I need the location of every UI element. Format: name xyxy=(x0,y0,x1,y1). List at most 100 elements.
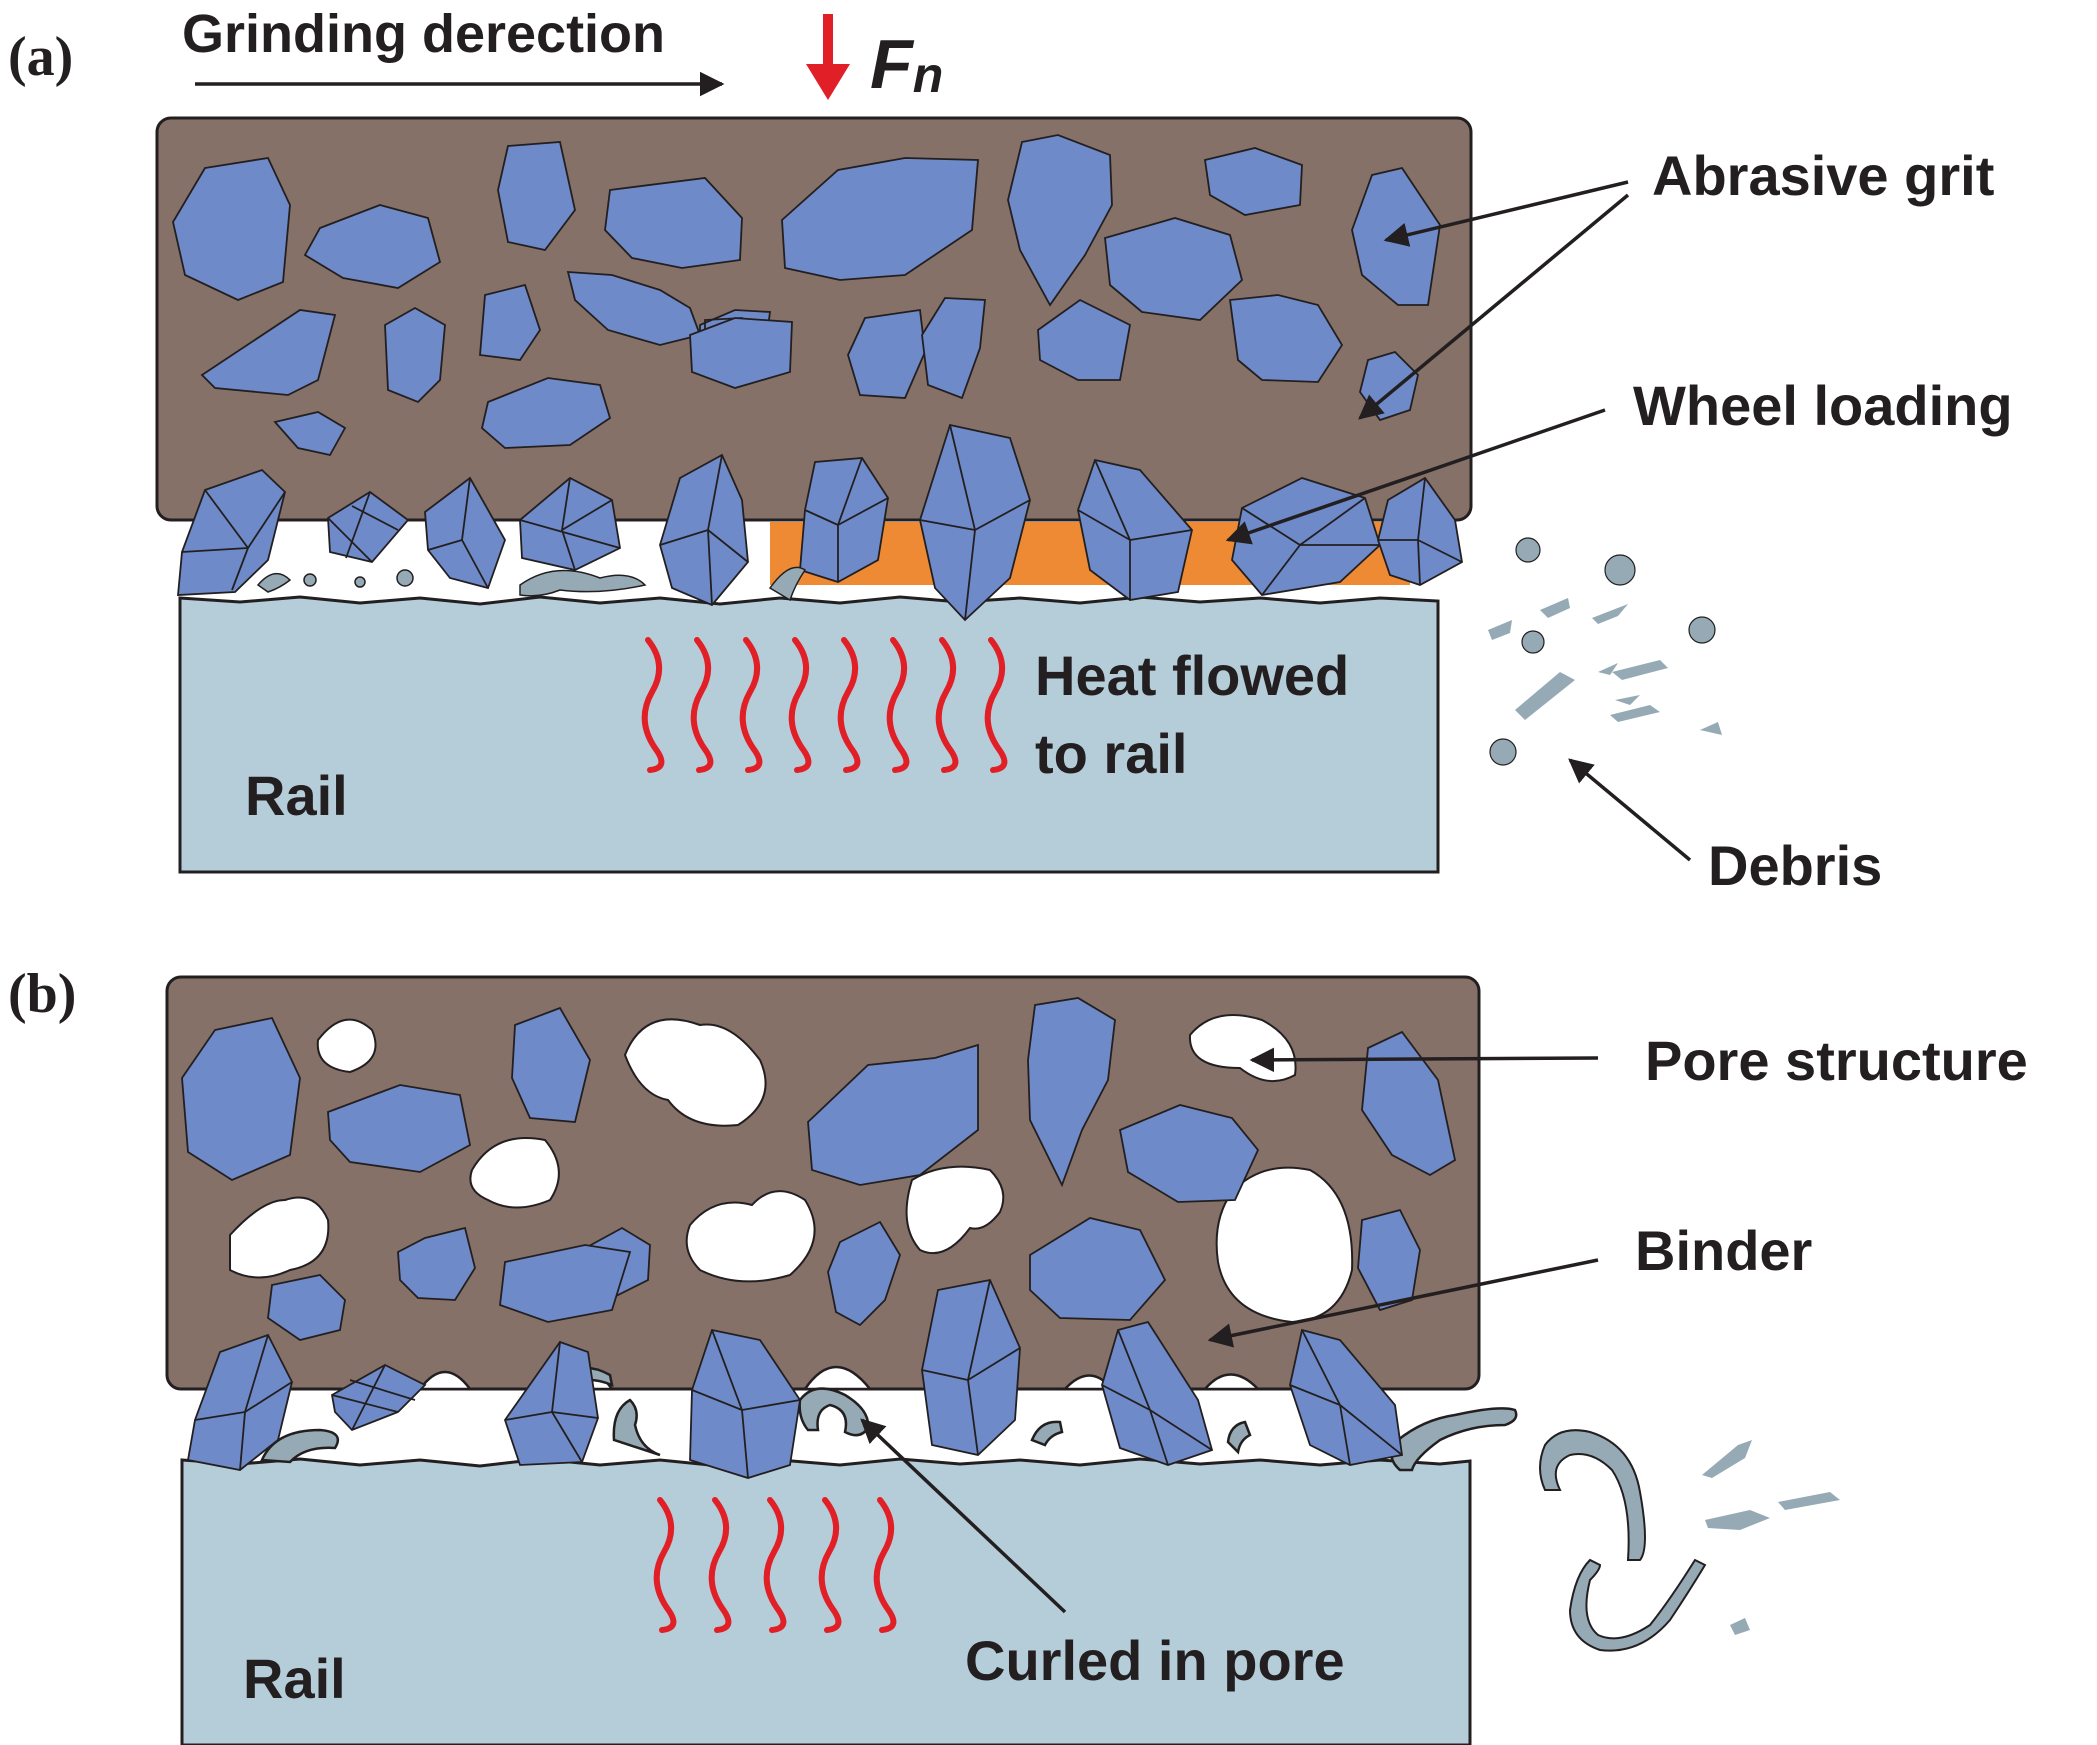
chip xyxy=(1226,1420,1252,1455)
arrow-abrasive-grit-1 xyxy=(1383,180,1629,247)
grit xyxy=(1037,298,1132,381)
heat-label-line2: to rail xyxy=(1035,722,1187,785)
grit xyxy=(327,490,410,564)
debris-dot xyxy=(1515,537,1541,563)
grit xyxy=(499,1244,632,1323)
pore xyxy=(623,1018,767,1127)
heat-label-line1: Heat flowed xyxy=(1035,644,1349,707)
grinding-direction-label: Grinding derection xyxy=(182,4,665,64)
grit xyxy=(181,1016,301,1182)
debris-flake xyxy=(1612,660,1668,680)
panel-a: (a) Grinding derection Fn xyxy=(8,4,2013,897)
binder-label: Binder xyxy=(1635,1219,1812,1282)
chips-a xyxy=(256,566,807,602)
grit xyxy=(921,1278,1021,1456)
grit xyxy=(847,308,926,399)
embedded-grits-b xyxy=(181,997,1457,1341)
grit xyxy=(424,476,506,590)
debris-flake xyxy=(1615,695,1640,705)
arrow-binder xyxy=(1207,1258,1599,1348)
pore xyxy=(316,1018,377,1074)
pore xyxy=(685,1190,816,1283)
panel-a-tag: (a) xyxy=(8,26,73,88)
curled-chip xyxy=(1568,1558,1707,1652)
debris-cloud xyxy=(1488,537,1722,766)
debris-flake xyxy=(1730,1618,1750,1635)
grit xyxy=(1361,1030,1457,1177)
grit xyxy=(186,1333,293,1471)
chip xyxy=(260,1428,340,1464)
grit xyxy=(1029,1217,1167,1321)
debris-dot xyxy=(1489,738,1517,766)
pore xyxy=(905,1165,1005,1255)
grit xyxy=(1203,147,1303,216)
grit xyxy=(604,177,743,269)
chip xyxy=(768,566,807,602)
callouts-a xyxy=(1225,180,1692,862)
grit xyxy=(1040,330,1130,380)
debris-flake xyxy=(1515,672,1575,720)
normal-force-arrow xyxy=(806,14,850,100)
curled-chip xyxy=(1539,1429,1646,1561)
debris-dot xyxy=(1604,554,1636,586)
grit xyxy=(511,1006,591,1123)
debris-flake xyxy=(1610,705,1660,722)
grit xyxy=(659,453,749,607)
grit xyxy=(1077,458,1193,601)
curled-label: Curled in pore xyxy=(965,1629,1345,1692)
arrow-debris xyxy=(1568,758,1692,862)
grit xyxy=(689,1328,801,1479)
pore xyxy=(1215,1166,1354,1324)
pore xyxy=(469,1137,560,1209)
debris-flake xyxy=(1700,722,1722,735)
grit xyxy=(273,411,347,457)
grit xyxy=(1289,1328,1404,1466)
heat-waves-b xyxy=(653,1497,897,1633)
panel-b: (b) xyxy=(8,963,2028,1745)
debris-dot xyxy=(1521,630,1545,654)
debris-flake xyxy=(1598,663,1618,675)
debris-label: Debris xyxy=(1708,834,1882,897)
debris-flake xyxy=(1488,620,1512,640)
pore xyxy=(229,1196,330,1279)
debris-flake xyxy=(1702,1440,1752,1478)
grit xyxy=(1228,294,1344,383)
grit xyxy=(479,283,541,361)
grit xyxy=(177,468,286,596)
chip xyxy=(798,1387,870,1437)
chip xyxy=(256,572,292,593)
rail-label-b: Rail xyxy=(243,1647,346,1710)
force-label: Fn xyxy=(870,25,943,103)
grit xyxy=(1101,1320,1214,1466)
grit xyxy=(799,457,889,583)
debris-flake xyxy=(1778,1492,1840,1510)
grit xyxy=(172,157,291,301)
grit xyxy=(781,157,979,281)
grit xyxy=(807,1043,979,1186)
debris-dot xyxy=(1688,616,1716,644)
grit xyxy=(327,1084,472,1173)
debris-flake xyxy=(1705,1510,1770,1530)
chip xyxy=(1030,1420,1064,1447)
arrow-curled xyxy=(860,1418,1067,1614)
wheel-loading-label: Wheel loading xyxy=(1633,374,2013,437)
abrasive-grit-label: Abrasive grit xyxy=(1652,144,1994,207)
callouts-b xyxy=(860,1047,1599,1614)
debris-flake xyxy=(1540,598,1570,618)
grit xyxy=(1118,1104,1260,1203)
rail-label-a: Rail xyxy=(245,764,348,827)
grit xyxy=(481,377,612,449)
protruding-grits-a xyxy=(177,423,1463,622)
grit xyxy=(397,1226,476,1301)
grit xyxy=(331,1363,427,1432)
panel-b-tag: (b) xyxy=(8,963,76,1025)
grit xyxy=(497,141,576,252)
arrow-abrasive-grit-2 xyxy=(1358,193,1630,420)
arrow-wheel-loading xyxy=(1225,408,1606,545)
curled-debris xyxy=(1539,1429,1840,1652)
debris-dot xyxy=(354,576,366,588)
pore-structure-label: Pore structure xyxy=(1645,1029,2028,1092)
arrow-pore-structure xyxy=(1249,1047,1599,1073)
